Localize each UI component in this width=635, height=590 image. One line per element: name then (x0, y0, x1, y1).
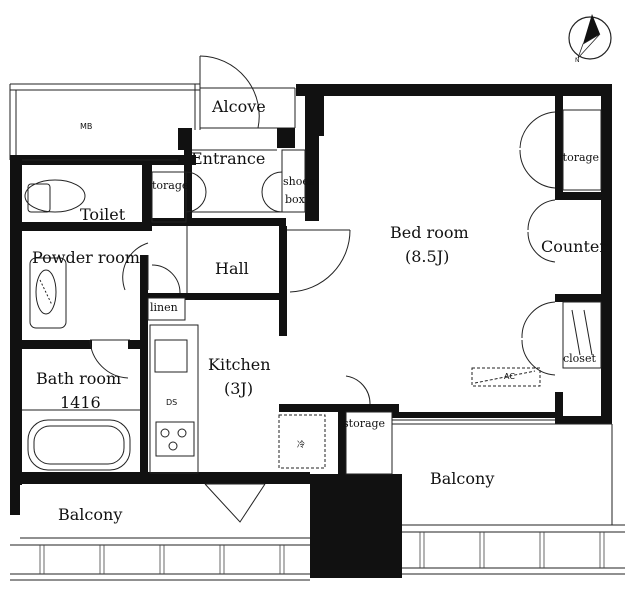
compass-icon: N (568, 14, 612, 64)
room-label-kitchen-storage: storage (343, 417, 386, 430)
room-label-kitchen-size: (3J) (224, 379, 254, 398)
room-label-entrance-storage: torage (152, 179, 189, 192)
room-label-closet: closet (563, 352, 596, 365)
fridge-label: 冷 (297, 440, 305, 449)
room-label-bed-size: (8.5J) (405, 247, 450, 266)
room-label-entrance: Entrance (191, 149, 266, 168)
room-label-hall: Hall (215, 259, 249, 278)
room-label-toilet: Toilet (80, 205, 126, 224)
room-label-balcony-right: Balcony (430, 469, 495, 488)
room-label-kitchen: Kitchen (208, 355, 271, 374)
room-label-linen: linen (150, 301, 178, 314)
balcony-railing (39, 532, 605, 574)
room-label-bath-size: 1416 (60, 393, 101, 412)
room-label-balcony-left: Balcony (58, 505, 123, 524)
room-label-mb: MB (80, 122, 93, 131)
room-label-ds: DS (166, 398, 178, 407)
compass-north-label: N (575, 57, 580, 64)
room-label-bedroom-storage: storage (557, 151, 600, 164)
room-label-shoes-box-2: box (285, 193, 305, 206)
ac-label: AC (504, 372, 515, 381)
room-label-alcove: Alcove (212, 97, 266, 116)
room-label-powder-room: Powder room (32, 248, 140, 267)
room-label-counter: Counter (541, 237, 608, 256)
walls (10, 84, 612, 578)
interior-lines (22, 109, 602, 475)
room-label-bed-room: Bed room (390, 223, 469, 242)
door-swings (89, 55, 556, 523)
room-label-bath-room: Bath room (36, 369, 122, 388)
balcony-lines (10, 423, 625, 581)
room-label-shoes-box-1: shoes (283, 175, 315, 188)
